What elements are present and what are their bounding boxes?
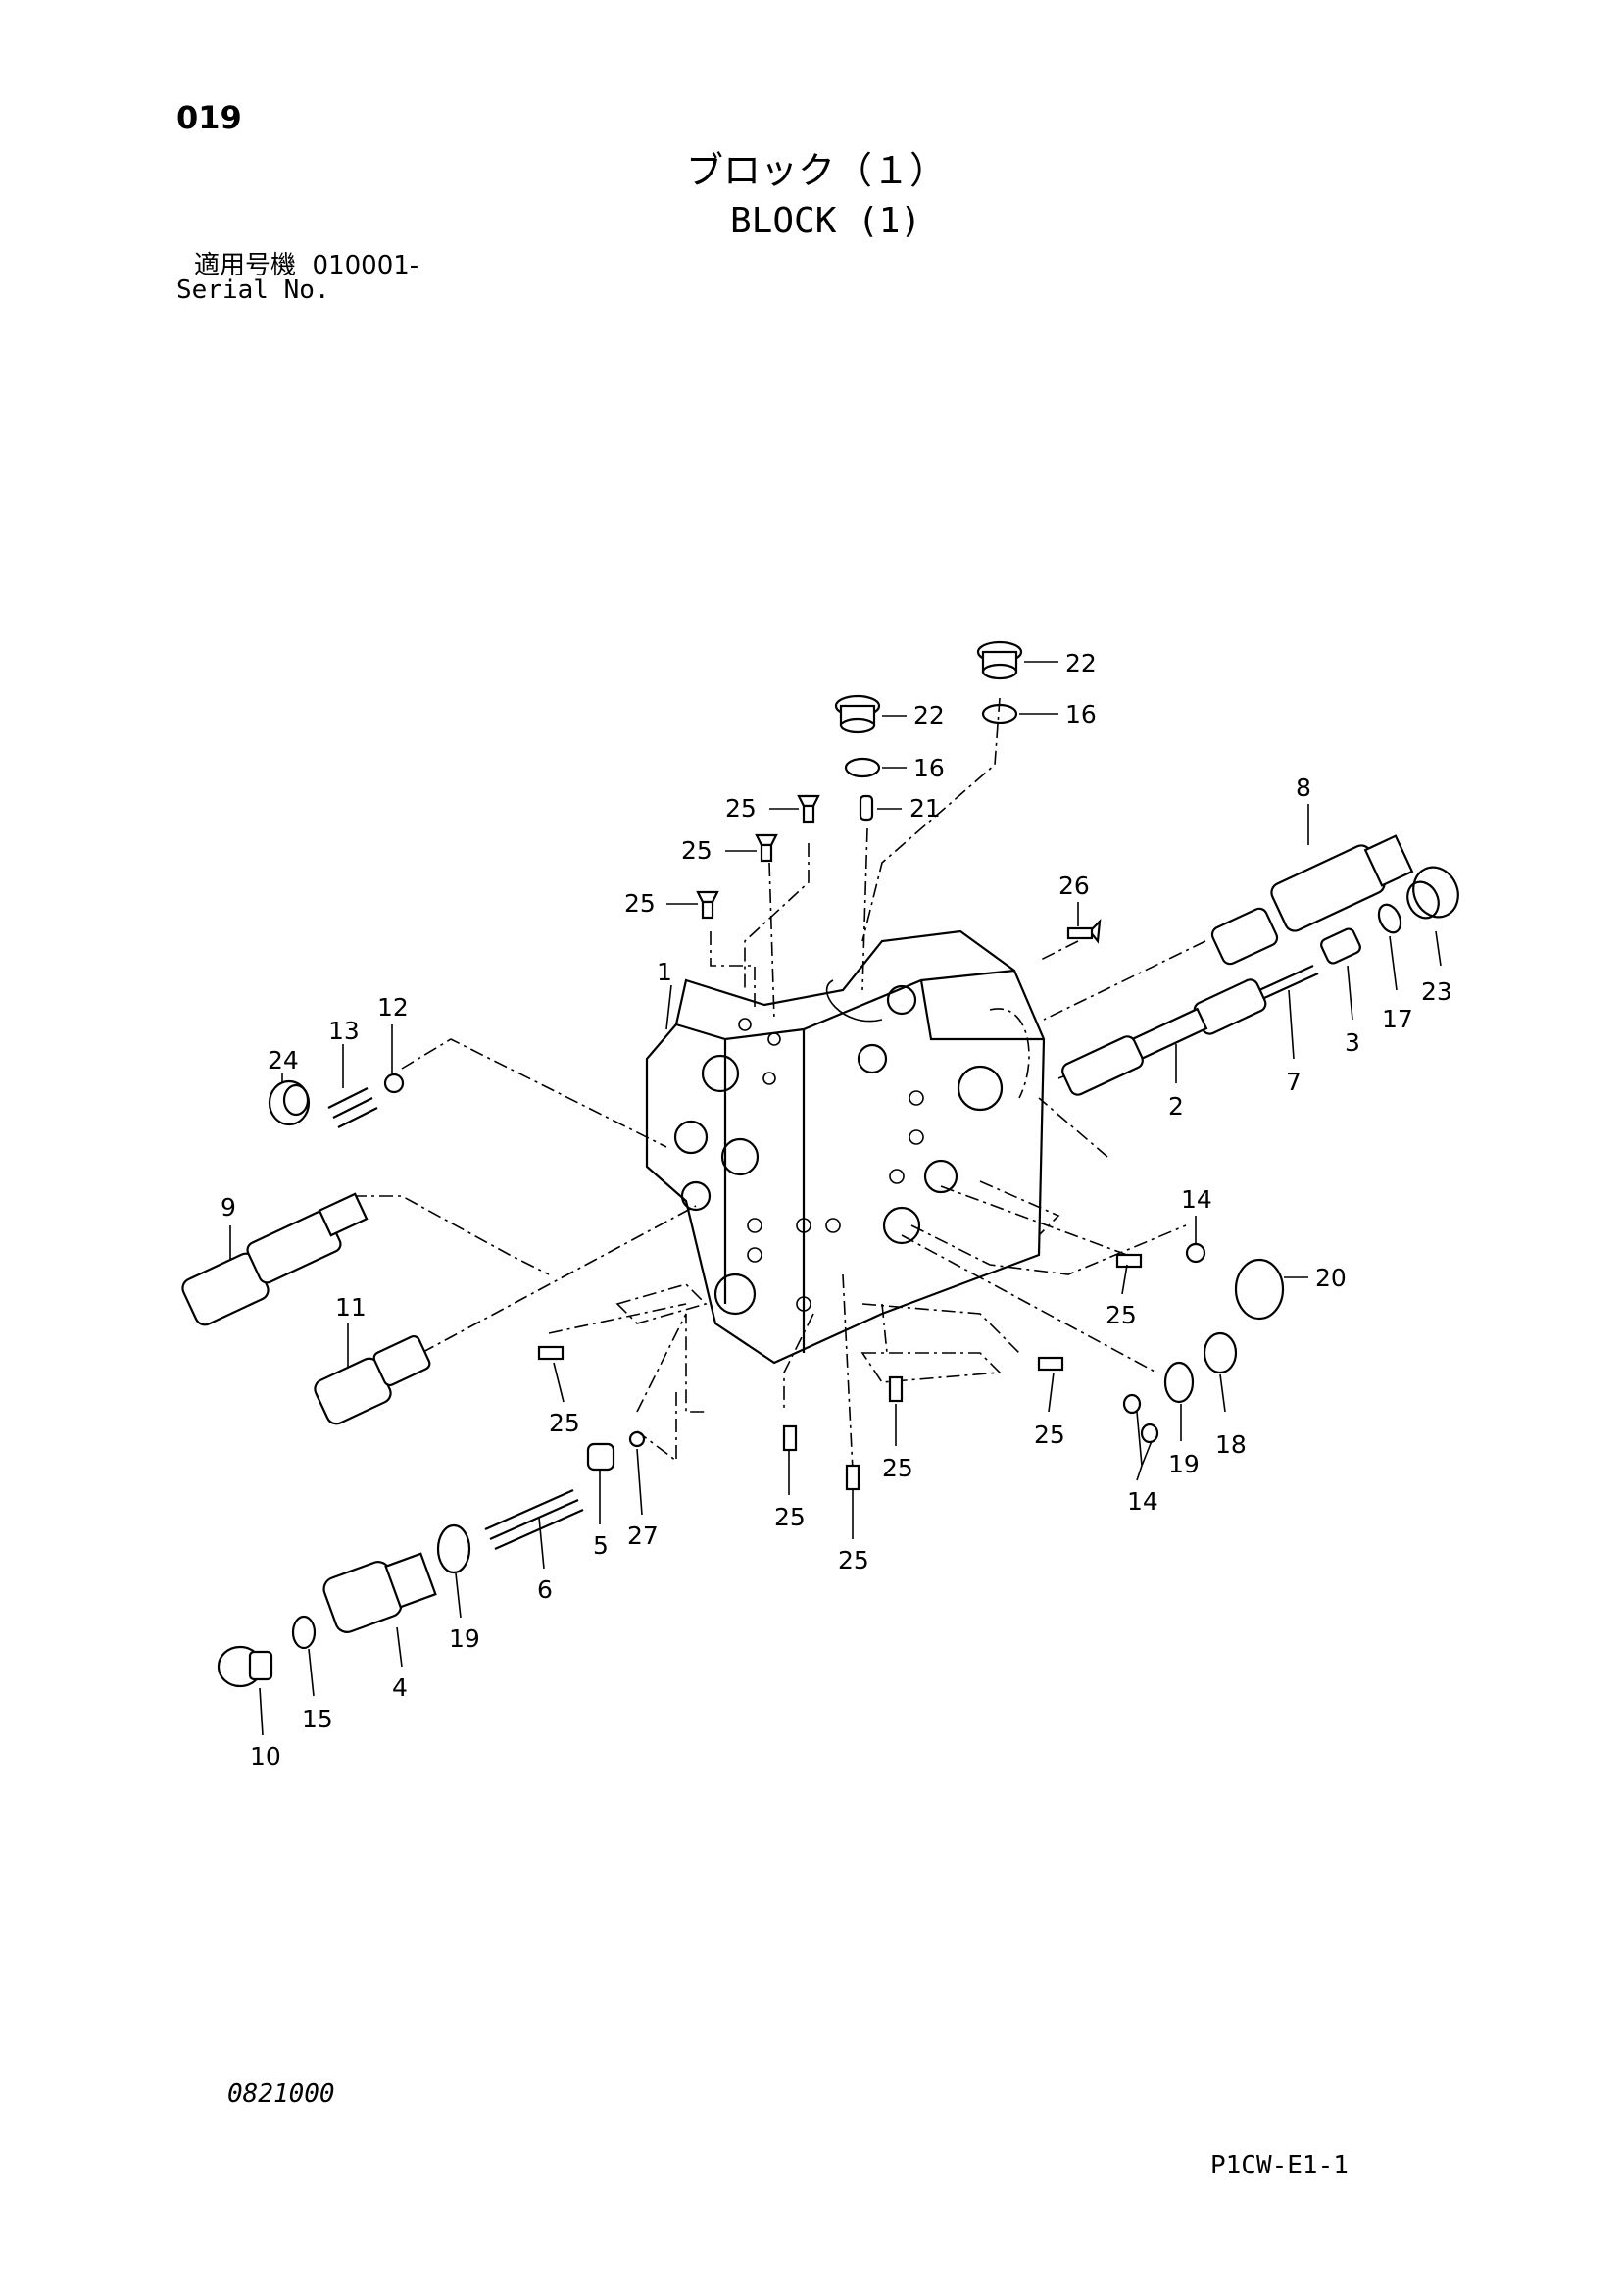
drawing-code: 0821000	[227, 2079, 335, 2109]
callout-label: 18	[1215, 1430, 1247, 1459]
callout-label: 16	[1065, 700, 1097, 728]
o-ring-16-mid	[844, 757, 881, 778]
callout-label: 8	[1296, 774, 1311, 802]
callout-label: 14	[1181, 1185, 1212, 1214]
o-ring-14-lower-b	[1140, 1423, 1159, 1444]
callout-leaders	[229, 661, 1442, 1736]
page-title-english: BLOCK (1)	[730, 201, 922, 241]
spring-7	[1258, 964, 1319, 1000]
callout-label: 13	[328, 1017, 360, 1045]
o-ring-16-top	[981, 703, 1018, 724]
page-code: P1CW-E1-1	[1210, 2151, 1349, 2180]
callout-label: 12	[377, 993, 409, 1022]
leader-lines	[353, 697, 1206, 1472]
bolt-25-e	[537, 1345, 565, 1361]
plug-22-top	[976, 640, 1023, 680]
callout-label: 9	[221, 1193, 236, 1222]
o-ring-14-lower-a	[1122, 1393, 1142, 1415]
callout-label: 23	[1421, 977, 1452, 1006]
poppet-5	[586, 1442, 615, 1472]
callout-label: 19	[1168, 1450, 1200, 1478]
plug-22-mid	[834, 694, 881, 734]
bolt-25-b	[755, 833, 778, 863]
callout-label: 26	[1058, 872, 1090, 900]
o-ring-20	[1234, 1258, 1285, 1321]
ball-27	[628, 1430, 646, 1448]
callout-label: 5	[593, 1531, 609, 1560]
bolt-25-c	[696, 890, 719, 920]
bolt-25-d	[1115, 1253, 1143, 1269]
plug-10	[217, 1645, 273, 1688]
callout-label: 2	[1168, 1092, 1184, 1121]
o-ring-18	[1203, 1331, 1238, 1374]
callout-label: 27	[627, 1522, 659, 1550]
callout-label: 19	[449, 1624, 480, 1653]
spring-13	[327, 1087, 378, 1128]
o-ring-17	[1377, 903, 1402, 934]
callout-label: 25	[549, 1409, 580, 1437]
callout-label: 20	[1315, 1264, 1347, 1292]
callout-label: 1	[657, 958, 672, 986]
callout-label: 25	[1034, 1421, 1065, 1449]
callout-label: 3	[1345, 1028, 1360, 1057]
ball-12	[383, 1073, 405, 1094]
bolt-26	[1066, 919, 1102, 944]
callout-label: 16	[913, 754, 945, 782]
bolt-25-g	[888, 1375, 904, 1403]
plug-21	[859, 794, 874, 822]
callout-label: 15	[302, 1705, 333, 1733]
callout-label: 25	[838, 1546, 869, 1574]
callout-label: 6	[537, 1575, 553, 1604]
bolt-25-a	[797, 794, 820, 824]
bolt-25-h	[782, 1424, 798, 1452]
callout-label: 25	[882, 1454, 913, 1482]
callout-label: 22	[913, 701, 945, 729]
callout-labels: 22 16 22 16 25 21 25 25 8 26 1 12 13 24 …	[221, 649, 1452, 1771]
callout-label: 11	[335, 1293, 367, 1322]
plug-23	[1406, 866, 1459, 920]
callout-label: 25	[725, 794, 757, 823]
page-title-japanese: ブロック（１）	[686, 149, 948, 192]
callout-label: 10	[250, 1742, 281, 1771]
serial-label-english: Serial No.	[176, 275, 330, 305]
callout-label: 4	[392, 1673, 408, 1702]
callout-label: 24	[268, 1046, 299, 1074]
parts	[181, 640, 1459, 1688]
o-ring-19-right	[1163, 1361, 1195, 1404]
bolt-25-i	[845, 1464, 860, 1491]
o-ring-15	[291, 1615, 317, 1650]
callout-label: 25	[1106, 1301, 1137, 1329]
callout-label: 17	[1382, 1005, 1413, 1033]
bolt-25-f	[1037, 1356, 1064, 1372]
callout-label: 22	[1065, 649, 1097, 677]
o-ring-14-upper	[1185, 1242, 1206, 1264]
cartridge-8	[1210, 834, 1414, 966]
relief-valve-11	[314, 1334, 431, 1425]
spool-2	[1061, 978, 1267, 1096]
plug-24	[268, 1079, 311, 1126]
spring-6	[484, 1488, 584, 1551]
relief-valve-9	[181, 1192, 369, 1326]
valve-block-body	[615, 929, 1060, 1383]
callout-label: 25	[624, 889, 656, 918]
callout-label: 25	[774, 1503, 806, 1531]
spring-3	[1320, 927, 1361, 965]
callout-label: 7	[1286, 1068, 1302, 1096]
callout-label: 25	[681, 836, 713, 865]
serial-label-japanese: 適用号機 010001-	[194, 251, 419, 280]
callout-label: 21	[909, 794, 941, 823]
page-number: 019	[176, 99, 242, 136]
callout-label: 14	[1127, 1487, 1158, 1516]
o-ring-19-left	[436, 1523, 471, 1574]
plug-4	[322, 1552, 437, 1633]
